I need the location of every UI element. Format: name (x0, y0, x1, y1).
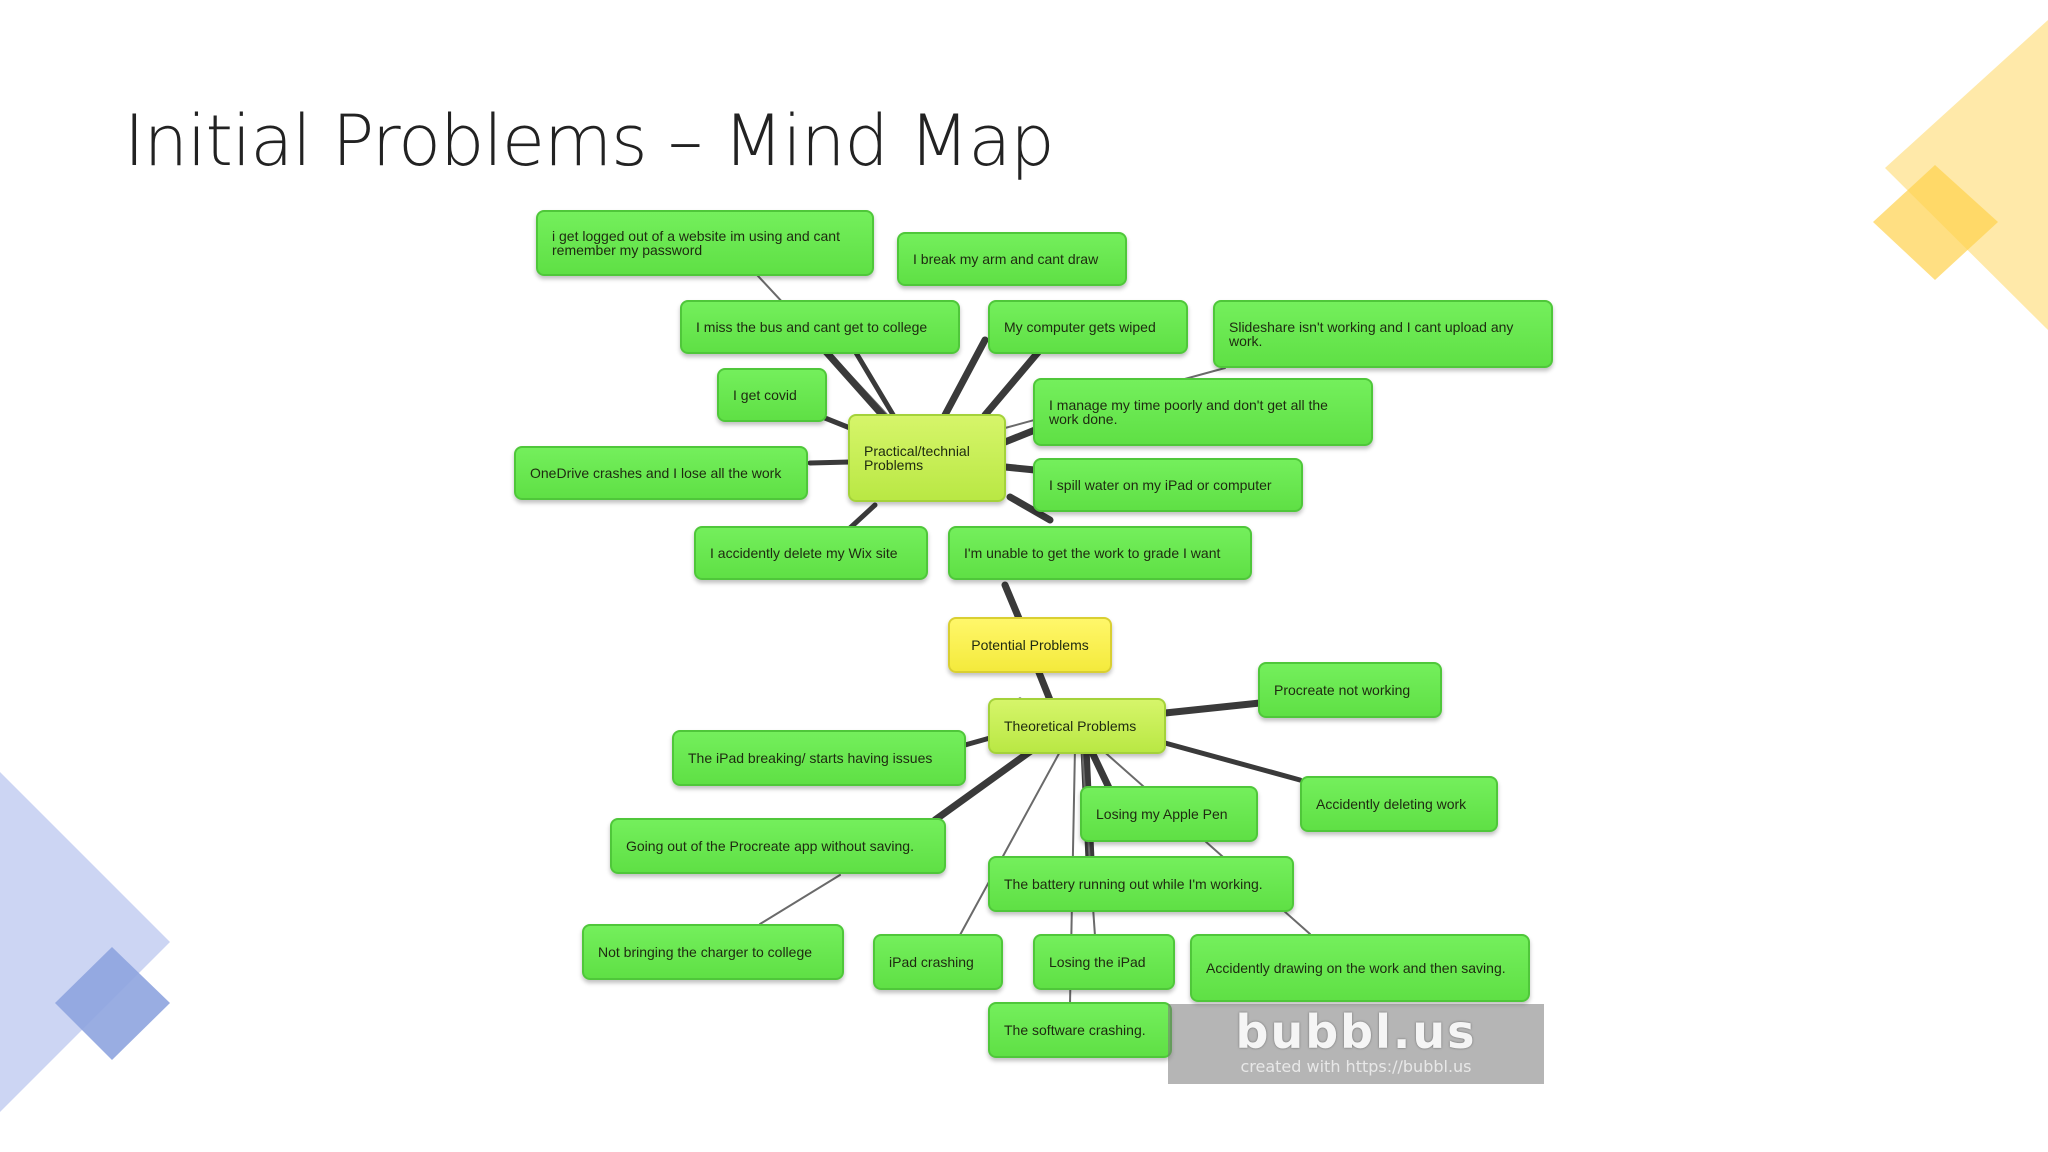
connector (1001, 463, 1039, 474)
connector (816, 341, 889, 422)
leaf-node[interactable]: The iPad breaking/ starts having issues (672, 730, 966, 786)
deco-blue-diamond-large (0, 772, 170, 1112)
leaf-node[interactable]: Going out of the Procreate app without s… (610, 818, 946, 874)
deco-blue-diamond-small (55, 947, 170, 1060)
leaf-node[interactable]: OneDrive crashes and I lose all the work (514, 446, 808, 500)
leaf-node[interactable]: Procreate not working (1258, 662, 1442, 718)
connector (822, 415, 853, 431)
leaf-node[interactable]: I miss the bus and cant get to college (680, 300, 960, 354)
leaf-node[interactable]: Losing my Apple Pen (1080, 786, 1258, 842)
leaf-node[interactable]: Accidently deleting work (1300, 776, 1498, 832)
connector (1162, 740, 1303, 783)
connector (962, 735, 993, 748)
leaf-node[interactable]: iPad crashing (873, 934, 1003, 990)
connector (759, 874, 841, 925)
deco-yellow-diamond-large (1885, 20, 2048, 330)
leaf-node[interactable]: I spill water on my iPad or computer (1033, 458, 1303, 512)
leaf-node[interactable]: I break my arm and cant draw (897, 232, 1127, 286)
connector (1001, 426, 1039, 446)
connector (981, 346, 1044, 419)
connector (959, 747, 1063, 936)
branch-node-theoretical[interactable]: Theoretical Problems (988, 698, 1166, 754)
connector (807, 459, 853, 466)
leaf-node[interactable]: Accidently drawing on the work and then … (1190, 934, 1530, 1002)
leaf-node[interactable]: I accidently delete my Wix site (694, 526, 928, 580)
leaf-node[interactable]: Losing the iPad (1033, 934, 1175, 990)
leaf-node[interactable]: The software crashing. (988, 1002, 1172, 1058)
connector (1086, 744, 1114, 794)
deco-yellow-diamond-small (1873, 165, 1998, 280)
connector (931, 744, 1039, 824)
connector (941, 336, 989, 419)
root-node[interactable]: Potential Problems (948, 617, 1112, 673)
leaf-node[interactable]: i get logged out of a website im using a… (536, 210, 874, 276)
leaf-node[interactable]: I manage my time poorly and don't get al… (1033, 378, 1373, 446)
connector (849, 343, 898, 421)
leaf-node[interactable]: I get covid (717, 368, 827, 422)
connector (1006, 493, 1054, 524)
leaf-node[interactable]: Slideshare isn't working and I cant uplo… (1213, 300, 1553, 368)
bubblus-watermark: bubbl.us created with https://bubbl.us (1168, 1004, 1544, 1084)
connector (847, 502, 878, 531)
leaf-node[interactable]: My computer gets wiped (988, 300, 1188, 354)
watermark-caption: created with https://bubbl.us (1240, 1057, 1472, 1076)
slide-title: Initial Problems – Mind Map (124, 100, 1055, 182)
leaf-node[interactable]: I'm unable to get the work to grade I wa… (948, 526, 1252, 580)
connector (1161, 699, 1264, 717)
branch-node-practical[interactable]: Practical/technial Problems (848, 414, 1006, 502)
leaf-node[interactable]: The battery running out while I'm workin… (988, 856, 1294, 912)
leaf-node[interactable]: Not bringing the charger to college (582, 924, 844, 980)
watermark-logo: bubbl.us (1235, 1005, 1477, 1059)
